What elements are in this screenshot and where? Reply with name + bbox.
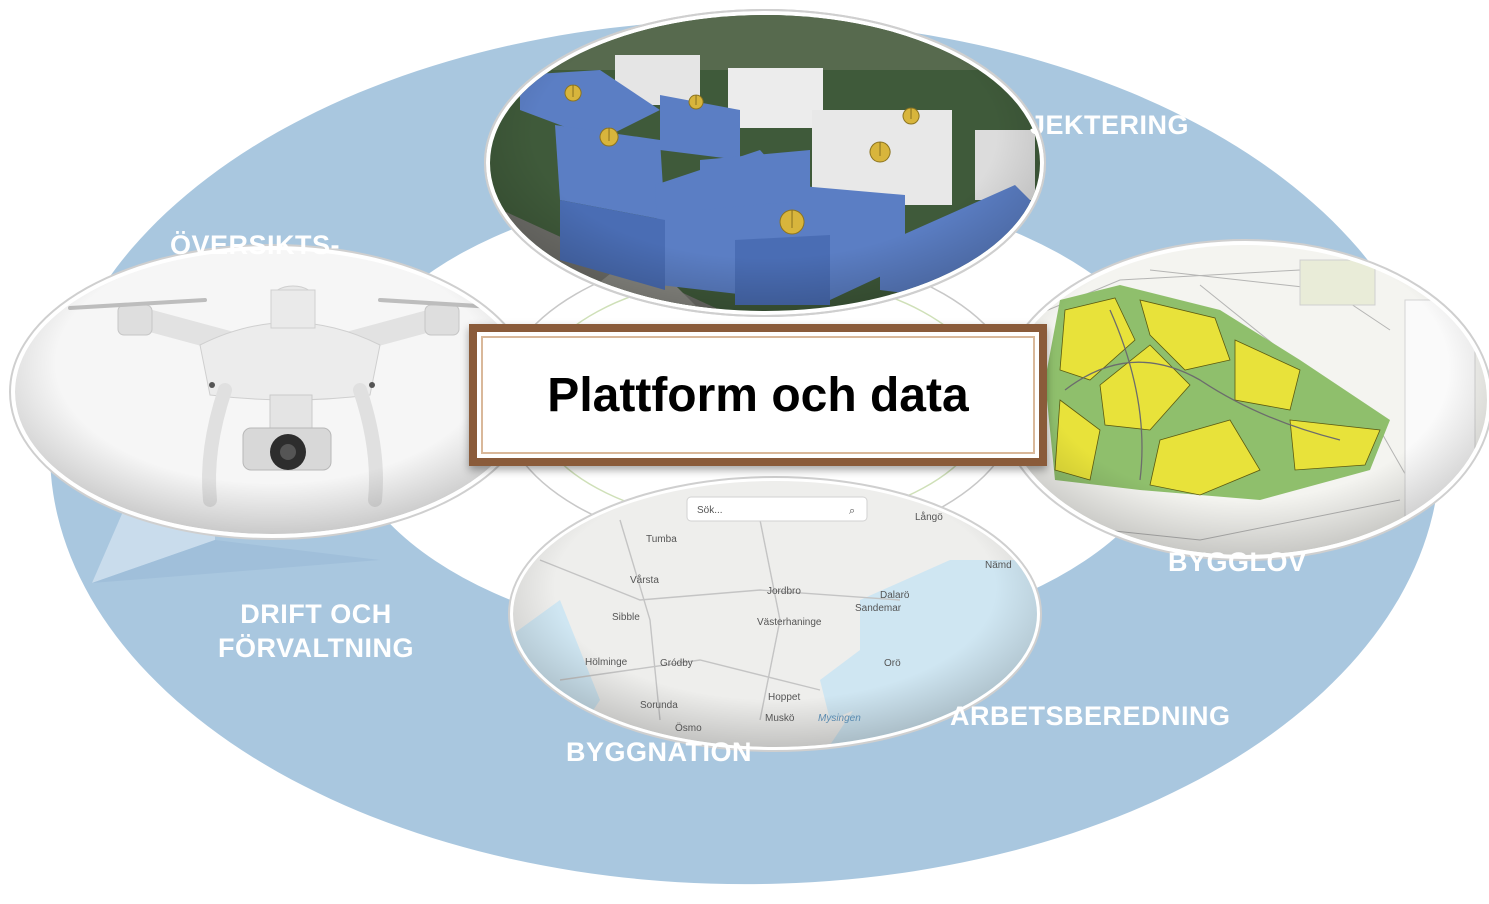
center-title-inner: Plattform och data xyxy=(481,336,1035,454)
stage-label-projektering: JEKTERING xyxy=(1030,110,1190,140)
stage-label-bygglov: BYGGLOV xyxy=(1168,547,1307,577)
stage-label-drift-line1: DRIFT OCH xyxy=(240,599,392,629)
map-label-oro: Orö xyxy=(884,658,901,669)
map-label-musko: Muskö xyxy=(765,713,795,724)
road-map-image xyxy=(508,476,1042,752)
map-label-osmo: Ösmo xyxy=(675,722,702,734)
stage-label-arbetsberedning: ARBETSBEREDNING xyxy=(950,701,1231,731)
map-label-tumba: Tumba xyxy=(646,534,677,545)
map-label-jordbro: Jordbro xyxy=(767,586,801,597)
map-label-mysingen: Mysingen xyxy=(818,713,861,724)
stage-label-drift-line2: FÖRVALTNING xyxy=(218,633,414,663)
center-title: Plattform och data xyxy=(547,368,969,422)
city-model-image xyxy=(484,9,1046,317)
plan-map-image xyxy=(997,239,1489,561)
map-search-placeholder[interactable]: Sök... xyxy=(697,505,723,516)
stage-label-oversikt: ÖVERSIKTS- xyxy=(170,230,341,260)
map-label-hoppet: Hoppet xyxy=(768,692,800,703)
drone-image xyxy=(9,244,535,540)
map-label-dalaro: Dalarö xyxy=(880,590,910,601)
map-search-icon[interactable]: ⌕ xyxy=(849,505,855,517)
map-label-varsta: Vårsta xyxy=(630,574,659,586)
map-label-horninge: Hölminge xyxy=(585,657,628,668)
map-label-grodby: Gródby xyxy=(660,658,693,669)
stage-label-byggnation: BYGGNATION xyxy=(566,737,752,767)
map-label-sandemar: Sandemar xyxy=(855,603,902,614)
map-label-vasterhaninge: Västerhaninge xyxy=(757,617,822,628)
center-title-box: Plattform och data xyxy=(469,324,1047,466)
map-label-sorunda: Sorunda xyxy=(640,700,678,711)
map-label-nam: Nämd xyxy=(985,560,1012,571)
stage-label-drift: DRIFT OCH FÖRVALTNING xyxy=(218,597,414,665)
map-label-lang: Långö xyxy=(915,511,943,523)
map-label-sibble: Sibble xyxy=(612,612,640,623)
